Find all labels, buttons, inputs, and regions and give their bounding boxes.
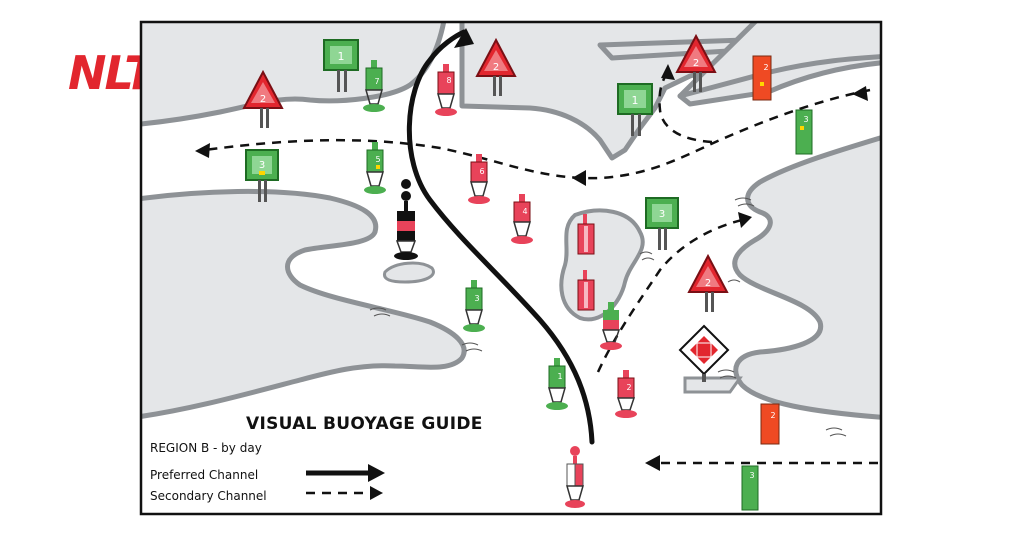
green-can-3a: 3 [795,109,813,155]
green-board-1a: 1 [323,39,359,92]
board-number: 3 [659,209,665,220]
can-number: 2 [770,411,775,420]
secondary-channel-loop [658,71,713,144]
secondary-channel-top [204,88,871,180]
arrowhead-top-right [852,86,868,101]
board-number: 1 [338,50,345,63]
region-subtitle: REGION B - by day [150,441,262,455]
green-buoy-3a: 3 [463,280,485,332]
red-triangle-2b: 2 [475,37,517,96]
green-can-3b: 3 [741,465,759,511]
preferred-channel-line [406,29,595,445]
triangle-number: 2 [705,278,711,289]
board-number: 1 [632,94,639,107]
green-board-3a: 3 [245,149,279,202]
preferred-channel-arrowhead [454,28,474,48]
buoy-number: 1 [557,372,562,381]
red-buoy-4: 4 [511,194,533,244]
land-right [732,135,881,420]
red-can-2a: 2 [752,55,772,101]
jetty-platform [683,376,743,394]
triangle-number: 2 [493,62,499,73]
arrowhead-legend-preferred [368,464,385,482]
green-buoy-1: 1 [546,358,568,410]
arrowhead-loop [661,64,675,80]
arrowhead-bottom [645,455,660,471]
green-board-3b: 3 [645,197,679,250]
triangle-number: 2 [693,58,699,69]
legend-secondary-label: Secondary Channel [150,489,267,503]
can-number: 3 [749,471,754,480]
secondary-arrowheads [195,64,868,500]
page-title: VISUAL BUOYAGE GUIDE [246,414,483,434]
buoy-number: 6 [479,167,484,176]
buoy-number: 4 [522,207,527,216]
green-buoy-7: 7 [363,60,385,112]
arrowhead-middle [572,170,586,186]
board-number: 3 [259,160,265,171]
land-masses [141,22,881,420]
diamond-daymark-icon [678,324,730,382]
land-left [141,188,467,419]
green-buoy-5: 5 [364,142,386,194]
secondary-channel-island [596,218,743,373]
arrowhead-top-left [195,143,210,158]
red-buoy-8: 8 [435,64,457,116]
buoy-number: 7 [374,77,379,86]
wave-marks [369,197,847,437]
can-number: 3 [803,115,808,124]
buoy-number: 2 [626,383,631,392]
red-triangle-2d: 2 [687,253,729,312]
green-board-1b: 1 [617,83,653,136]
buoy-number: 3 [474,294,479,303]
map-frame [139,20,883,516]
island-daymarks [577,214,595,311]
red-can-2b: 2 [760,403,780,445]
isolated-danger-buoy-icon [394,179,418,260]
rock-shoal [382,261,435,284]
secondary-channels [204,71,878,495]
buoy-number: 5 [375,155,380,164]
red-buoy-2a: 2 [615,370,637,418]
red-buoy-island [600,302,622,350]
mid-channel-buoy [565,446,585,508]
can-number: 2 [763,63,768,72]
red-triangle-2c: 2 [675,33,717,92]
legend-preferred-label: Preferred Channel [150,468,259,482]
red-triangle-2a: 2 [242,69,284,128]
red-buoy-6: 6 [468,154,490,204]
arrowhead-island [738,212,752,228]
triangle-number: 2 [260,94,266,105]
land-top-right [677,22,881,99]
arrowhead-legend-secondary [370,486,383,500]
buoy-number: 8 [446,76,451,85]
